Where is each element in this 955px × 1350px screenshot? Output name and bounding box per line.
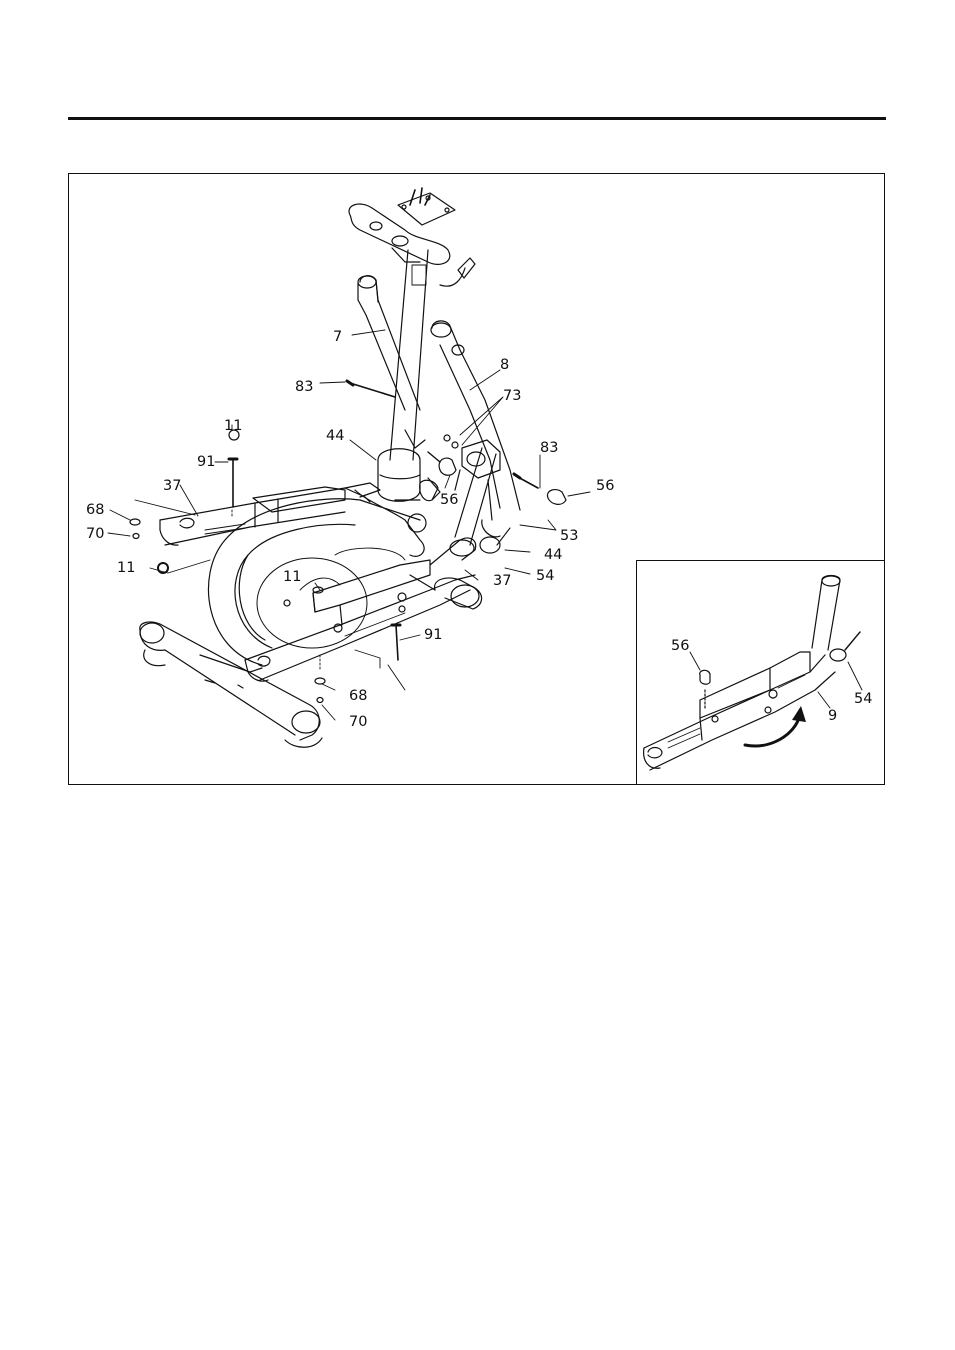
- callout-11-center: 11: [283, 569, 301, 585]
- callout-8: 8: [500, 357, 509, 373]
- callout-91-center: 91: [424, 627, 442, 643]
- callout-68-left: 68: [86, 502, 104, 518]
- callout-70-center: 70: [349, 714, 367, 730]
- callout-54: 54: [536, 568, 554, 584]
- callout-83-left: 83: [295, 379, 313, 395]
- callout-37-left: 37: [163, 478, 181, 494]
- callout-labels: 7 8 83 73 83 11 44 91 37 56 56 68 53 70 …: [86, 329, 614, 730]
- callout-83-right: 83: [540, 440, 558, 456]
- callout-56-right: 56: [596, 478, 614, 494]
- callout-37-right: 37: [493, 573, 511, 589]
- callout-91-top: 91: [197, 454, 215, 470]
- callout-56-center: 56: [440, 492, 458, 508]
- inset-callout-9: 9: [828, 708, 837, 724]
- elliptical-frame-drawing: [130, 188, 566, 747]
- callout-11-left: 11: [117, 560, 135, 576]
- callout-11-top: 11: [224, 418, 242, 434]
- callout-73: 73: [503, 388, 521, 404]
- inset-callout-54: 54: [854, 691, 872, 707]
- callout-44-left: 44: [326, 428, 344, 444]
- inset-panel: [637, 561, 885, 785]
- callout-7: 7: [333, 329, 342, 345]
- callout-68-center: 68: [349, 688, 367, 704]
- callout-44-right: 44: [544, 547, 562, 563]
- inset-callout-56: 56: [671, 638, 689, 654]
- callout-53: 53: [560, 528, 578, 544]
- callout-70-left: 70: [86, 526, 104, 542]
